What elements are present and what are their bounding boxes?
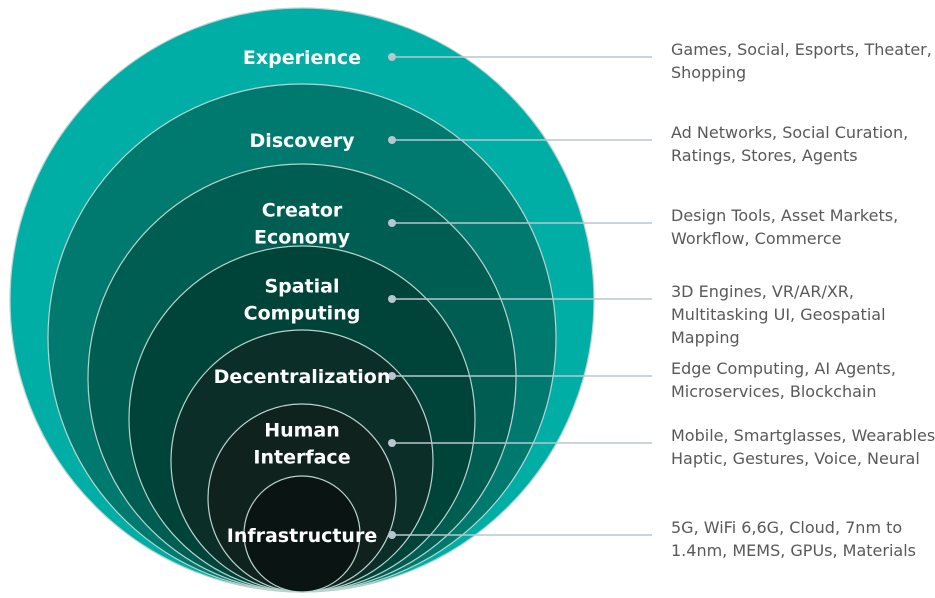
- connector-dot-5: [388, 439, 396, 447]
- layer-description: Haptic, Gestures, Voice, Neural: [671, 449, 920, 468]
- layer-description: 1.4nm, MEMS, GPUs, Materials: [671, 541, 916, 560]
- layer-description: Multitasking UI, Geospatial: [671, 305, 886, 324]
- nested-rings: [9, 7, 595, 593]
- layer-label: Interface: [253, 447, 350, 469]
- layer-description: Edge Computing, AI Agents,: [671, 359, 896, 378]
- layer-description: Ratings, Stores, Agents: [671, 146, 858, 165]
- layer-labels: ExperienceDiscoveryCreatorEconomySpatial…: [214, 47, 391, 547]
- layer-label: Infrastructure: [227, 525, 377, 547]
- connector-lines: [388, 53, 652, 539]
- layer-description: Workflow, Commerce: [671, 229, 841, 248]
- layer-description: Games, Social, Esports, Theater,: [671, 40, 932, 59]
- layer-description: Ad Networks, Social Curation,: [671, 123, 908, 142]
- layer-label: Decentralization: [214, 366, 391, 388]
- connector-dot-4: [388, 372, 396, 380]
- layer-description: Design Tools, Asset Markets,: [671, 206, 898, 225]
- connector-dot-1: [388, 136, 396, 144]
- connector-dot-3: [388, 295, 396, 303]
- layer-ring-6: [243, 475, 361, 593]
- layer-label: Computing: [244, 303, 361, 325]
- layer-label: Economy: [254, 227, 351, 249]
- layer-description: Mapping: [671, 328, 740, 347]
- layer-label: Creator: [262, 200, 343, 222]
- layer-description: 3D Engines, VR/AR/XR,: [671, 282, 854, 301]
- layer-label: Human: [264, 420, 340, 442]
- layer-label: Spatial: [264, 276, 339, 298]
- connector-dot-6: [388, 531, 396, 539]
- layer-description: Mobile, Smartglasses, Wearables,: [671, 426, 935, 445]
- layer-label: Discovery: [250, 130, 356, 152]
- layer-description: 5G, WiFi 6,6G, Cloud, 7nm to: [671, 518, 902, 537]
- layer-description: Microservices, Blockchain: [671, 382, 876, 401]
- layer-description: Shopping: [671, 63, 746, 82]
- connector-dot-0: [388, 53, 396, 61]
- layer-descriptions: Games, Social, Esports, Theater, Shopping…: [671, 40, 935, 560]
- layer-label: Experience: [243, 47, 361, 69]
- connector-dot-2: [388, 219, 396, 227]
